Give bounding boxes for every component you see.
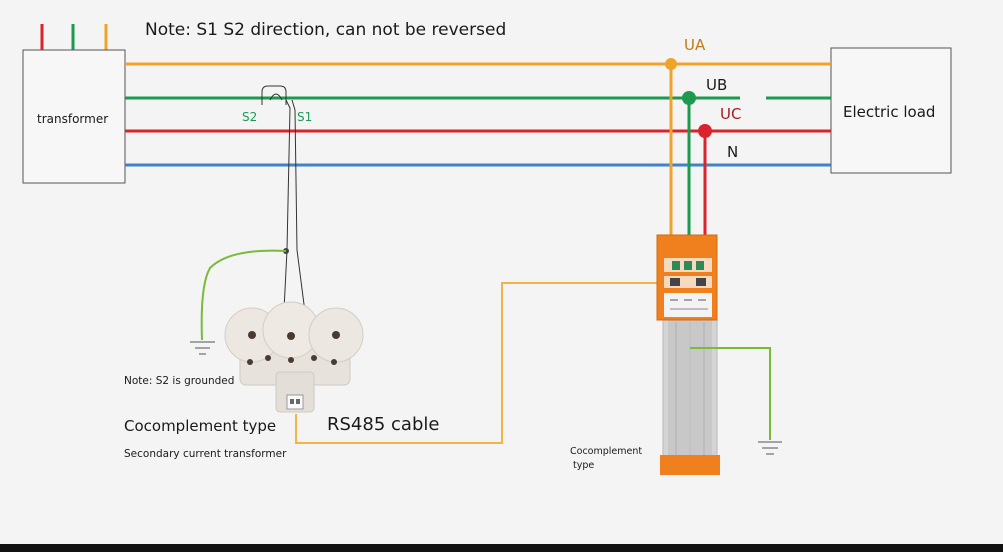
ct-terminal-s1: S1	[297, 110, 312, 124]
bottom-border-bar	[0, 544, 1003, 552]
ct-terminal-s2: S2	[242, 110, 257, 124]
transformer-box	[22, 49, 126, 184]
meter-type-line2: type	[573, 460, 594, 471]
meter-type-line1: Cocomplement	[570, 446, 642, 457]
electric-load-label: Electric load	[843, 103, 935, 121]
transformer-label: transformer	[37, 112, 108, 126]
phase-label-ub: UB	[706, 76, 727, 94]
ct-wire-s2	[291, 99, 307, 321]
meter-ground-wire	[690, 347, 771, 440]
electric-load-box	[830, 47, 952, 174]
phase-label-n: N	[727, 143, 738, 161]
ct-ground-wire	[200, 249, 287, 341]
rs485-cable-wire	[295, 282, 664, 444]
energy-meter-device	[656, 234, 720, 475]
phase-label-ua: UA	[684, 36, 706, 54]
rs485-cable-label: RS485 cable	[327, 414, 439, 435]
current-transformer-device	[224, 301, 364, 413]
ct-clamp-loop	[261, 85, 287, 105]
ct-device-subtitle: Secondary current transformer	[124, 448, 287, 460]
ct-clamp-inner	[269, 93, 283, 101]
phase-label-uc: UC	[720, 105, 741, 123]
ct-device-title: Cocomplement type	[124, 417, 276, 435]
direction-note: Note: S1 S2 direction, can not be revers…	[145, 20, 506, 40]
s2-grounded-note: Note: S2 is grounded	[124, 375, 234, 387]
ct-wire-s1	[282, 99, 291, 331]
